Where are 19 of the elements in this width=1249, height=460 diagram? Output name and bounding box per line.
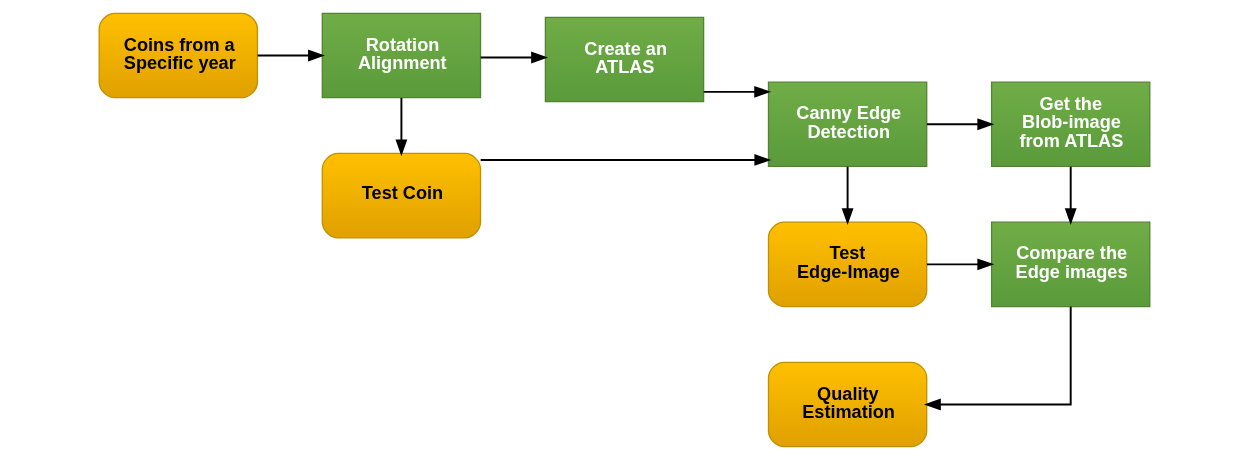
node-box: Test Coin bbox=[321, 152, 482, 239]
node-box: Rotation Alignment bbox=[321, 12, 482, 99]
arrow bbox=[479, 154, 772, 166]
node-box: Test Edge-Image bbox=[767, 221, 928, 308]
node-box: Get the Blob-image from ATLAS bbox=[990, 81, 1151, 168]
arrow bbox=[1064, 165, 1077, 226]
node-box: Coins from a Specific year bbox=[98, 12, 259, 99]
arrow bbox=[925, 258, 995, 271]
node-box: Create an ATLAS bbox=[544, 16, 705, 103]
arrow bbox=[841, 165, 854, 226]
node-box: Quality Estimation bbox=[767, 361, 928, 448]
arrow bbox=[923, 305, 1072, 411]
arrow bbox=[395, 97, 408, 157]
arrow bbox=[256, 49, 325, 62]
node-box: Compare the Edge images bbox=[990, 221, 1151, 308]
arrow bbox=[925, 118, 995, 131]
arrow bbox=[702, 85, 772, 98]
node-box: Canny Edge Detection bbox=[767, 81, 928, 168]
arrow bbox=[479, 51, 549, 64]
